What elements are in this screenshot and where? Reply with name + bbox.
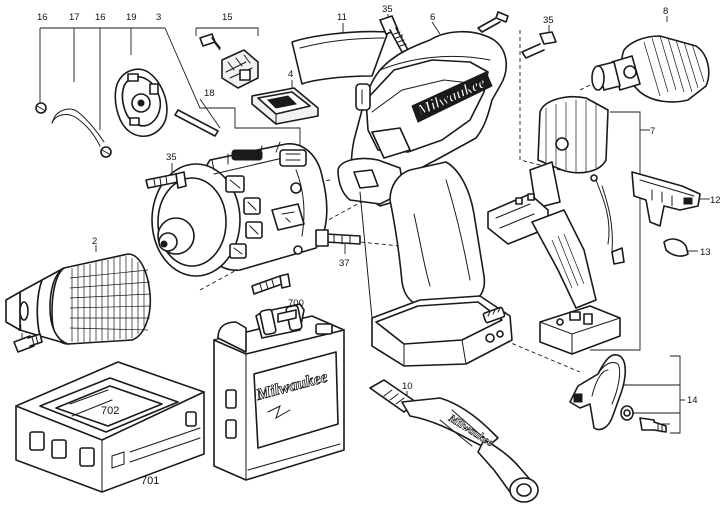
part-19-gear-plate — [114, 68, 168, 137]
callout-19: 19 — [126, 12, 137, 23]
callout-3: 3 — [156, 12, 161, 23]
part-13-spring-clip — [663, 238, 689, 257]
callout-8: 8 — [663, 6, 668, 17]
callout-13: 13 — [700, 247, 711, 258]
part-1-screw — [13, 333, 43, 353]
callout-17: 17 — [69, 12, 80, 23]
part-8-motor — [591, 35, 710, 103]
part-16-clip-left — [35, 102, 47, 114]
callout-14: 14 — [687, 395, 698, 406]
part-701-storage-case — [15, 361, 205, 493]
callout-11: 11 — [337, 12, 347, 23]
part-16-clip-right — [100, 146, 112, 158]
part-700-carry-case: Milwaukee — [213, 303, 345, 481]
part-18-pin — [174, 109, 219, 137]
callout-4: 4 — [288, 69, 293, 80]
part-17-spring — [51, 108, 105, 147]
callout-1: 1 — [18, 323, 23, 334]
part-6-screw — [477, 11, 509, 33]
part-14-belt-hook — [569, 354, 667, 433]
callout-701: 701 — [141, 475, 159, 487]
callout-2: 2 — [92, 236, 97, 247]
callout-16-right: 16 — [95, 12, 106, 23]
callout-10: 10 — [402, 381, 413, 392]
callout-12: 12 — [710, 195, 720, 206]
part-37-bolt — [315, 229, 361, 247]
part-15-selector — [199, 33, 259, 89]
callout-35-right: 35 — [543, 15, 554, 26]
callout-35-mid: 35 — [166, 152, 177, 163]
part-3-gearbox — [151, 141, 328, 277]
callout-7: 7 — [650, 126, 655, 137]
callout-18: 18 — [204, 88, 215, 99]
part-12-clip — [631, 171, 701, 227]
callout-35-top: 35 — [382, 4, 393, 15]
part-6-housing: Milwaukee — [337, 30, 513, 367]
part-7-electronics — [487, 96, 625, 355]
callout-6: 6 — [430, 12, 435, 23]
part-35-screw-mid — [145, 171, 187, 189]
callout-16-left: 16 — [37, 12, 48, 23]
part-gearbox-screw — [251, 273, 291, 295]
callout-37: 37 — [339, 258, 350, 269]
part-2-chuck — [5, 253, 152, 345]
part-11-label — [291, 30, 389, 85]
callout-labels: 16 17 16 19 3 15 11 35 6 35 8 4 18 7 35 … — [18, 4, 720, 487]
callout-702: 702 — [101, 405, 119, 417]
part-10-side-handle: Milwaukee — [369, 379, 539, 503]
part-15-screw — [199, 33, 221, 51]
part-35-screw-top — [379, 15, 409, 53]
callout-700: 700 — [288, 298, 304, 309]
callout-15: 15 — [222, 12, 233, 23]
part-35-screw-right — [521, 31, 557, 59]
part-4-switch-pad — [251, 87, 319, 125]
